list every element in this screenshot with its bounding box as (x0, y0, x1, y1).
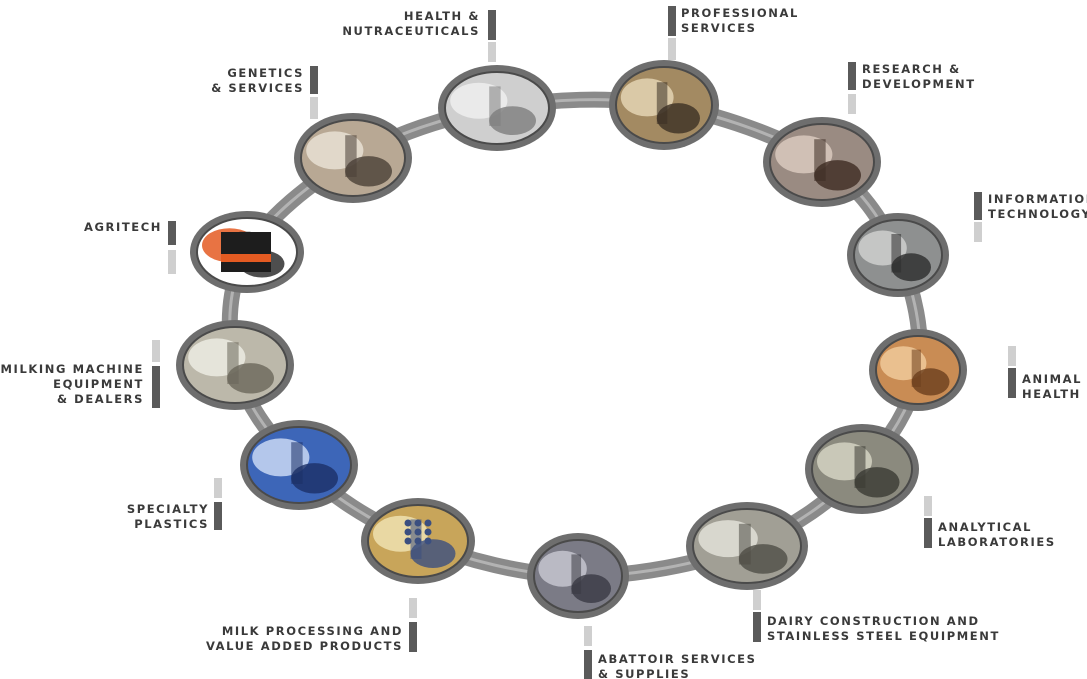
marker-bar-agritech-light (168, 250, 176, 274)
veterinary-icon (869, 329, 967, 411)
processing-plant-icon (527, 533, 629, 619)
label-genetics-services: GENETICS& SERVICES (211, 66, 304, 95)
marker-bar-abattoir-light (584, 626, 592, 646)
plastic-part-icon (240, 420, 358, 510)
label-research-development: RESEARCH &DEVELOPMENT (862, 62, 976, 91)
marker-bar-health-dark (488, 10, 496, 40)
marker-bar-milking-light (152, 340, 160, 362)
marker-bar-research-light (848, 94, 856, 114)
label-abattoir-services: ABATTOIR SERVICES& SUPPLIES (598, 652, 757, 679)
geneticists-icon (294, 113, 412, 203)
marker-bar-animal-light (1008, 346, 1016, 366)
marker-bar-milking-dark (152, 366, 160, 408)
lab-glassware-icon (438, 65, 556, 151)
marker-bar-genetics-light (310, 97, 318, 119)
lab-equipment-icon (805, 424, 919, 514)
marker-bar-research-dark (848, 62, 856, 90)
marker-bar-professional-light (668, 38, 676, 60)
marker-bar-analytical-dark (924, 518, 932, 548)
marker-bar-milk-light (409, 598, 417, 618)
marker-bar-health-light (488, 42, 496, 62)
marker-bar-dairy-light (753, 590, 761, 610)
marker-bar-analytical-light (924, 496, 932, 516)
label-health-nutraceuticals: HEALTH &NUTRACEUTICALS (342, 9, 480, 38)
marker-bar-milk-dark (409, 622, 417, 652)
steel-pipe-icon (686, 502, 808, 590)
marker-bar-professional-dark (668, 6, 676, 36)
computer-monitors-icon (847, 213, 949, 297)
marker-bar-it-light (974, 222, 982, 242)
agritech-device-icon (190, 211, 304, 293)
marker-bar-agritech-dark (168, 221, 176, 245)
label-agritech: AGRITECH (83, 220, 162, 234)
marker-bar-dairy-dark (753, 612, 761, 642)
marker-bar-plastics-dark (214, 502, 222, 530)
marker-bar-it-dark (974, 192, 982, 220)
milking-machine-icon (176, 320, 294, 410)
milk-product-package-icon (361, 498, 475, 584)
marker-bar-plastics-light (214, 478, 222, 498)
marker-bar-genetics-dark (310, 66, 318, 94)
marker-bar-abattoir-dark (584, 650, 592, 679)
presenter-icon (609, 60, 719, 150)
scientist-portrait-icon (763, 117, 881, 207)
marker-bar-animal-dark (1008, 368, 1016, 398)
